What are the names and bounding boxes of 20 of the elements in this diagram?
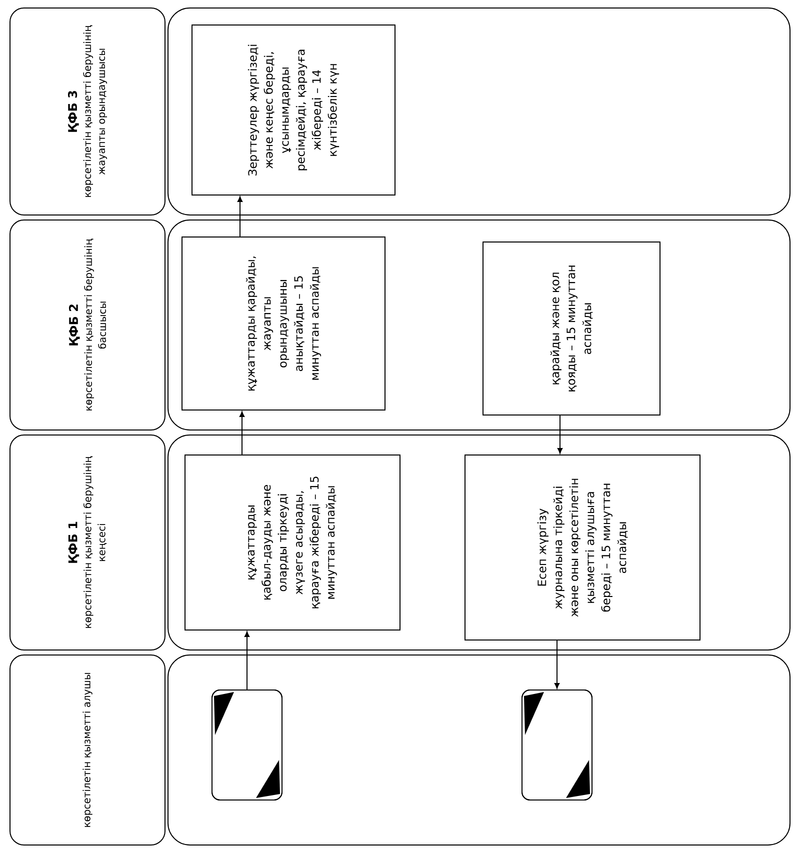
process-box: құжаттарды қабыл-дауды және оларды тіркеуді жүзеге асырады, қарауға жібереді – 15 минуттан аспайды bbox=[184, 454, 400, 630]
terminal-box bbox=[212, 690, 282, 800]
process-box: Есеп жүргізу журналына тіркейді және оны көрсетілетін қызметті алушыға береді – 15 минуттан аспайды bbox=[464, 454, 700, 640]
swimlane bbox=[168, 220, 790, 430]
lane-header: ҚФБ 1 көрсетілетін қызметті берушінің кеңсесі bbox=[10, 434, 166, 650]
process-box: құжаттарды қарайды, жауапты орындаушыны анықтайды – 15 минуттан аспайды bbox=[182, 236, 386, 410]
arrow bbox=[239, 411, 245, 456]
swimlane bbox=[168, 8, 790, 216]
process-box: қарайды және қол қояды – 15 минуттан аспайды bbox=[482, 242, 660, 416]
arrow bbox=[554, 640, 560, 689]
lane-header: көрсетілетін қызметті алушы bbox=[10, 654, 166, 846]
lane-header: ҚФБ 2 көрсетілетін қызметті берушінің басшысы bbox=[10, 220, 166, 430]
swimlane bbox=[168, 654, 790, 846]
lane-header: ҚФБ 3 көрсетілетін қызметті берушінің жауапты орындаушысы bbox=[10, 8, 166, 216]
arrow bbox=[244, 631, 250, 690]
terminal-box bbox=[522, 690, 592, 800]
swimlane bbox=[168, 434, 790, 650]
arrow bbox=[237, 196, 243, 238]
process-box: Зерттеулер жүргізеді және кеңес береді, ұсынымдарды ресімдейді, қарауға жібереді – 14 күнтізбелік күн bbox=[192, 24, 396, 196]
arrow bbox=[557, 414, 563, 454]
